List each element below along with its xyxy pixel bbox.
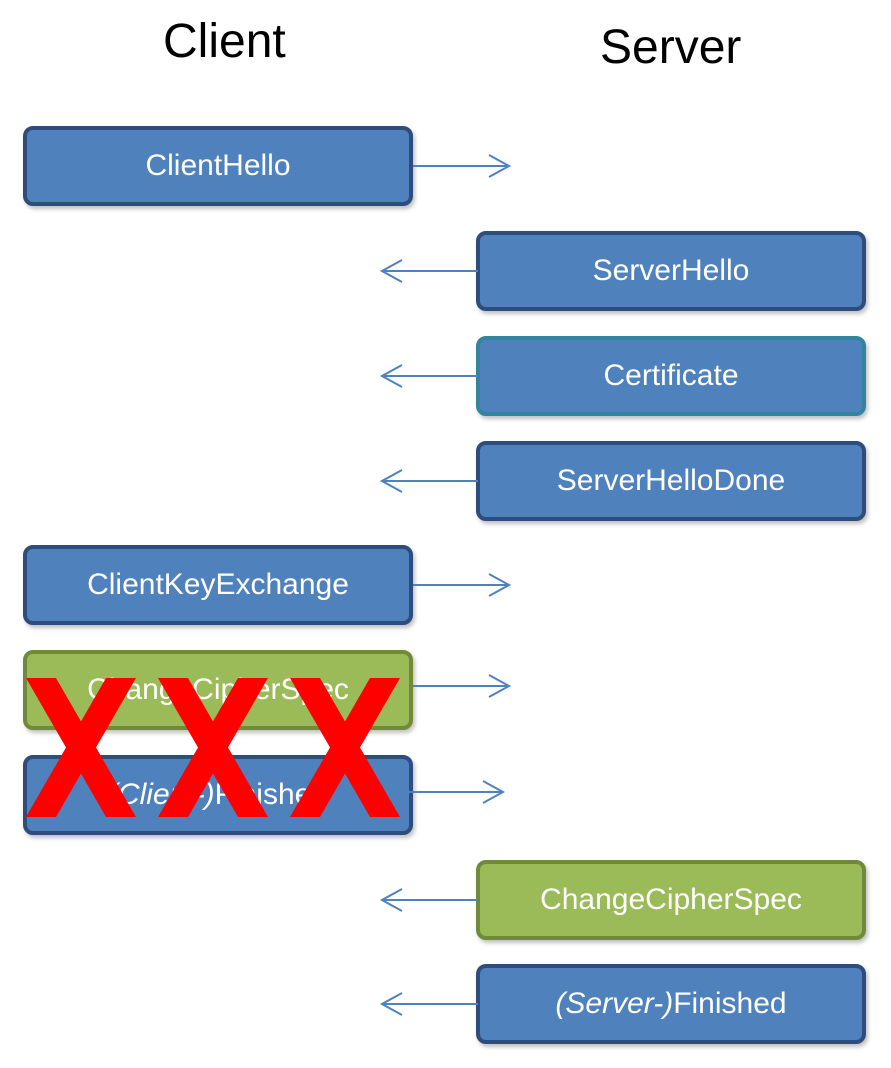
client-key-exchange-box: ClientKeyExchange: [23, 545, 413, 625]
client-hello-label: ClientHello: [145, 149, 291, 182]
client-finished-label: (Client-)Finished: [108, 778, 328, 812]
arrow-right-icon: [403, 780, 506, 804]
client-key-exchange-label: ClientKeyExchange: [87, 568, 349, 601]
arrow-right-icon: [413, 573, 512, 597]
server-hello-label: ServerHello: [592, 254, 750, 287]
client-column-header: Client: [163, 15, 286, 68]
certificate-box: Certificate: [476, 336, 866, 416]
server-hello-box: ServerHello: [476, 231, 866, 311]
arrow-left-icon: [379, 888, 478, 912]
arrow-left-icon: [379, 469, 478, 493]
server-hello-done-box: ServerHelloDone: [476, 441, 866, 521]
client-change-cipher-spec-box: ChangeCipherSpec: [23, 650, 413, 730]
client-change-cipher-spec-label: ChangeCipherSpec: [87, 673, 349, 706]
arrow-right-icon: [413, 154, 512, 178]
arrow-right-icon: [413, 674, 512, 698]
client-finished-box: (Client-)Finished: [23, 755, 413, 835]
arrow-left-icon: [379, 364, 478, 388]
client-finished-name: Finished: [214, 778, 329, 811]
arrow-left-icon: [379, 992, 478, 1016]
server-column-header: Server: [600, 21, 742, 74]
server-finished-prefix: (Server-): [555, 987, 674, 1020]
server-finished-box: (Server-)Finished: [476, 964, 866, 1044]
server-hello-done-label: ServerHelloDone: [556, 464, 786, 497]
server-change-cipher-spec-box: ChangeCipherSpec: [476, 860, 866, 940]
server-change-cipher-spec-label: ChangeCipherSpec: [540, 883, 802, 916]
client-finished-prefix: (Client-): [107, 778, 215, 811]
certificate-label: Certificate: [603, 359, 739, 392]
arrow-left-icon: [379, 259, 478, 283]
client-hello-box: ClientHello: [23, 126, 413, 206]
server-finished-label: (Server-)Finished: [555, 987, 786, 1021]
server-finished-name: Finished: [673, 987, 787, 1020]
